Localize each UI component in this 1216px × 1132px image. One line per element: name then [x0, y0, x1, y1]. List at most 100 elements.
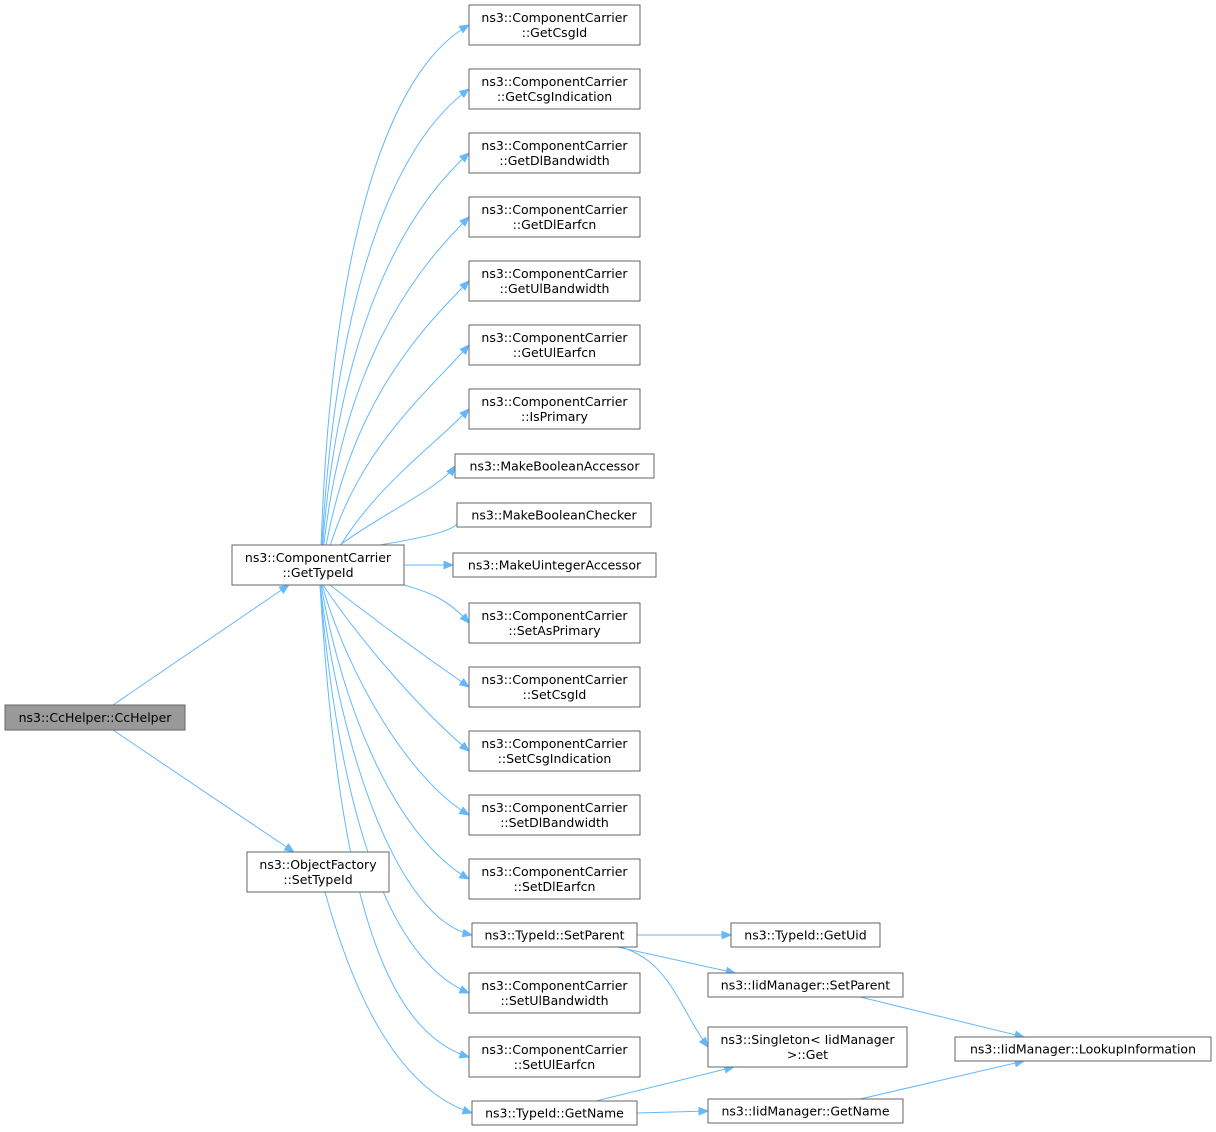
- edge-arrowhead: [446, 464, 456, 477]
- node-cc_gettypeid[interactable]: ns3::ComponentCarrier::GetTypeId: [231, 544, 405, 586]
- node-iid_getname[interactable]: ns3::IidManager::GetName: [707, 1098, 904, 1124]
- node-label: ns3::ComponentCarrier: [481, 266, 628, 281]
- node-box[interactable]: [468, 260, 641, 302]
- node-box[interactable]: [468, 666, 641, 708]
- nodes-layer: ns3::CcHelper::CcHelperns3::ComponentCar…: [4, 4, 1212, 1126]
- node-box[interactable]: [452, 552, 657, 578]
- node-root[interactable]: ns3::CcHelper::CcHelper: [4, 704, 186, 731]
- node-box[interactable]: [4, 704, 186, 731]
- node-label: ns3::IidManager::GetName: [721, 1104, 889, 1119]
- node-tid_setparent[interactable]: ns3::TypeId::SetParent: [471, 922, 638, 948]
- node-setasprimary[interactable]: ns3::ComponentCarrier::SetAsPrimary: [468, 602, 641, 644]
- edge-root-to-of_settypeid: [112, 729, 295, 853]
- node-iid_setparent[interactable]: ns3::IidManager::SetParent: [707, 972, 904, 998]
- edge-cc_gettypeid-to-setdlbw: [321, 584, 470, 816]
- node-box[interactable]: [468, 132, 641, 174]
- edge-arrowhead: [443, 560, 455, 570]
- node-box[interactable]: [471, 1100, 638, 1126]
- node-box[interactable]: [231, 544, 405, 586]
- edge-arrowhead: [458, 88, 471, 99]
- node-box[interactable]: [468, 324, 641, 366]
- node-mkboolacc[interactable]: ns3::MakeBooleanAccessor: [454, 453, 655, 479]
- node-box[interactable]: [454, 453, 655, 479]
- edge-root-to-cc_gettypeid: [112, 584, 290, 706]
- node-getulbw[interactable]: ns3::ComponentCarrier::GetUlBandwidth: [468, 260, 641, 302]
- node-label: ns3::MakeUintegerAccessor: [468, 558, 642, 573]
- edge-arrowhead: [459, 612, 470, 625]
- edge-arrowhead: [461, 928, 474, 938]
- edge-cc_gettypeid-to-setcsgind: [322, 584, 470, 752]
- node-box[interactable]: [707, 1098, 904, 1124]
- node-label: ns3::ComponentCarrier: [481, 74, 628, 89]
- node-tid_getname[interactable]: ns3::TypeId::GetName: [471, 1100, 638, 1126]
- node-setulbw[interactable]: ns3::ComponentCarrier::SetUlBandwidth: [468, 972, 641, 1014]
- node-mkboolchk[interactable]: ns3::MakeBooleanChecker: [456, 502, 652, 528]
- edge-arrowhead: [458, 741, 471, 752]
- edge-arrowhead: [459, 408, 470, 419]
- node-singleton_get[interactable]: ns3::Singleton< IidManager>::Get: [707, 1026, 908, 1068]
- node-label: ::SetDlBandwidth: [500, 815, 609, 830]
- edge-arrowhead: [459, 343, 470, 355]
- node-box[interactable]: [730, 922, 881, 948]
- node-label: ns3::ComponentCarrier: [481, 10, 628, 25]
- node-box[interactable]: [468, 388, 641, 430]
- node-iid_lookup[interactable]: ns3::IidManager::LookupInformation: [954, 1036, 1212, 1062]
- node-label: ::GetDlBandwidth: [499, 153, 609, 168]
- edge-cc_gettypeid-to-getdlbw: [319, 152, 470, 586]
- node-tid_getuid[interactable]: ns3::TypeId::GetUid: [730, 922, 881, 948]
- node-box[interactable]: [468, 972, 641, 1014]
- node-getdlearfcn[interactable]: ns3::ComponentCarrier::GetDlEarfcn: [468, 196, 641, 238]
- node-label: ns3::MakeBooleanChecker: [471, 508, 637, 523]
- node-label: ::SetCsgId: [523, 687, 587, 702]
- node-box[interactable]: [954, 1036, 1212, 1062]
- node-label: ns3::ComponentCarrier: [481, 394, 628, 409]
- node-box[interactable]: [468, 730, 641, 772]
- node-mkuintacc[interactable]: ns3::MakeUintegerAccessor: [452, 552, 657, 578]
- node-setcsgind[interactable]: ns3::ComponentCarrier::SetCsgIndication: [468, 730, 641, 772]
- edge-arrowhead: [461, 1105, 474, 1115]
- edge-cc_gettypeid-to-setulearfcn: [319, 584, 470, 1058]
- edge-arrowhead: [278, 584, 290, 594]
- node-getulearfcn[interactable]: ns3::ComponentCarrier::GetUlEarfcn: [468, 324, 641, 366]
- node-label: ns3::ComponentCarrier: [481, 978, 628, 993]
- node-box[interactable]: [456, 502, 652, 528]
- node-label: ns3::TypeId::GetUid: [744, 928, 866, 943]
- node-box[interactable]: [468, 858, 641, 900]
- node-box[interactable]: [468, 4, 641, 46]
- node-setdlbw[interactable]: ns3::ComponentCarrier::SetDlBandwidth: [468, 794, 641, 836]
- node-label: ns3::TypeId::GetName: [485, 1106, 624, 1121]
- node-setulearfcn[interactable]: ns3::ComponentCarrier::SetUlEarfcn: [468, 1036, 641, 1078]
- edge-arrowhead: [458, 678, 471, 688]
- node-box[interactable]: [707, 972, 904, 998]
- node-setdlearfcn[interactable]: ns3::ComponentCarrier::SetDlEarfcn: [468, 858, 641, 900]
- edge-cc_gettypeid-to-setdlearfcn: [320, 584, 470, 880]
- node-label: ns3::ComponentCarrier: [481, 330, 628, 345]
- node-label: ns3::ComponentCarrier: [245, 550, 392, 565]
- edge-iid_setparent-to-iid_lookup: [859, 996, 1025, 1038]
- node-box[interactable]: [468, 68, 641, 110]
- node-box[interactable]: [707, 1026, 908, 1068]
- edge-arrowhead: [459, 280, 470, 291]
- node-box[interactable]: [246, 851, 390, 893]
- node-label: ::SetCsgIndication: [498, 751, 612, 766]
- node-label: ns3::ComponentCarrier: [481, 1042, 628, 1057]
- node-of_settypeid[interactable]: ns3::ObjectFactory::SetTypeId: [246, 851, 390, 893]
- node-box[interactable]: [468, 602, 641, 644]
- node-isprimary[interactable]: ns3::ComponentCarrier::IsPrimary: [468, 388, 641, 430]
- node-setcsgid[interactable]: ns3::ComponentCarrier::SetCsgId: [468, 666, 641, 708]
- edge-cc_gettypeid-to-setasprimary: [403, 584, 470, 624]
- node-label: ns3::ObjectFactory: [259, 857, 377, 872]
- node-box[interactable]: [468, 196, 641, 238]
- node-label: ::SetUlEarfcn: [514, 1057, 595, 1072]
- node-getcsgid[interactable]: ns3::ComponentCarrier::GetCsgId: [468, 4, 641, 46]
- edge-of_settypeid-to-tid_getname: [324, 891, 473, 1114]
- node-label: ns3::ComponentCarrier: [481, 138, 628, 153]
- node-getdlbw[interactable]: ns3::ComponentCarrier::GetDlBandwidth: [468, 132, 641, 174]
- node-box[interactable]: [471, 922, 638, 948]
- node-label: ::SetAsPrimary: [508, 623, 601, 638]
- node-box[interactable]: [468, 1036, 641, 1078]
- edge-cc_gettypeid-to-tid_setparent: [319, 584, 473, 936]
- node-box[interactable]: [468, 794, 641, 836]
- node-getcsgind[interactable]: ns3::ComponentCarrier::GetCsgIndication: [468, 68, 641, 110]
